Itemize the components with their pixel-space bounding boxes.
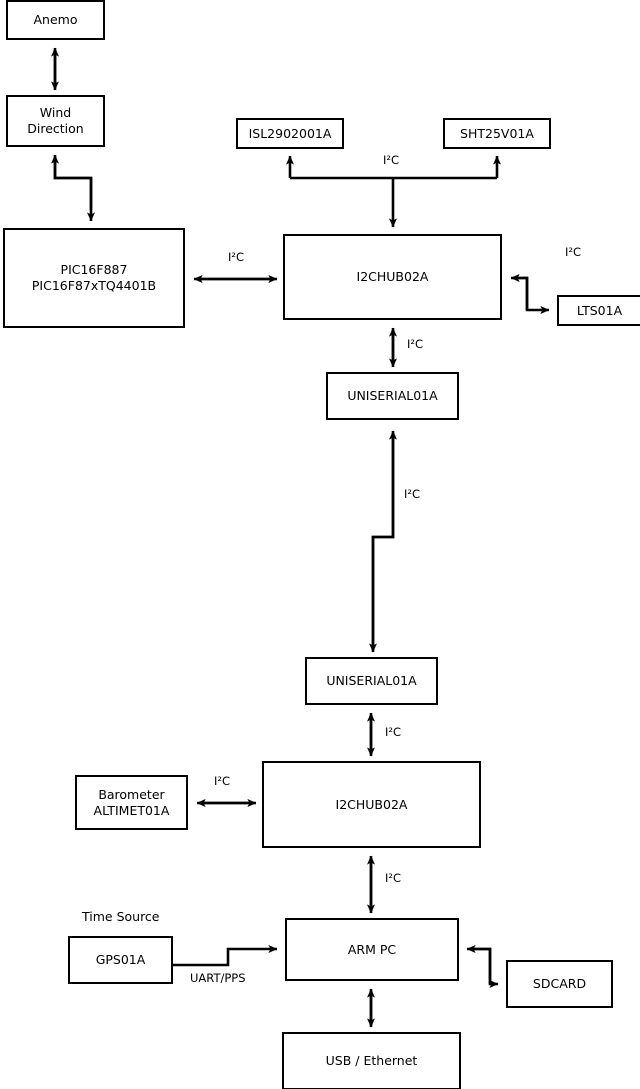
connector-uniserial-link: [369, 430, 397, 653]
node-i2chub02a-bottom[interactable]: I2CHUB02A: [262, 761, 481, 848]
node-lts01a[interactable]: LTS01A: [557, 295, 640, 326]
node-anemo[interactable]: Anemo: [6, 0, 105, 40]
node-i2chub02a-top[interactable]: I2CHUB02A: [283, 234, 502, 320]
node-arm-pc[interactable]: ARM PC: [285, 918, 459, 981]
node-uniserial01a-top[interactable]: UNISERIAL01A: [326, 372, 459, 420]
label-time-source: Time Source: [82, 909, 160, 924]
node-pic-mcu[interactable]: PIC16F887 PIC16F87xTQ4401B: [3, 228, 185, 328]
connector-wind-pic: [51, 154, 95, 222]
edge-label-uniserial-hub-bottom: I²C: [385, 725, 402, 739]
node-sdcard[interactable]: SDCARD: [506, 960, 613, 1008]
connector-hub-lts: [510, 274, 550, 314]
connector-armpc-sdcard: [466, 945, 499, 988]
node-isl2902001a[interactable]: ISL2902001A: [236, 118, 344, 149]
edge-label-uniserial-link: I²C: [404, 487, 421, 501]
node-sht25v01a[interactable]: SHT25V01A: [443, 118, 551, 149]
edge-label-hub-uniserial: I²C: [407, 337, 424, 351]
connector-gps-armpc: [173, 945, 278, 967]
edge-label-pic-hub: I²C: [228, 250, 245, 264]
edge-label-barometer-hub: I²C: [214, 774, 231, 788]
node-gps01a[interactable]: GPS01A: [68, 936, 173, 984]
node-barometer-altimet01a[interactable]: Barometer ALTIMET01A: [75, 775, 188, 830]
node-uniserial01a-bottom[interactable]: UNISERIAL01A: [305, 657, 438, 705]
node-usb-ethernet[interactable]: USB / Ethernet: [282, 1032, 461, 1089]
edge-label-sensor-bus: I²C: [383, 153, 400, 167]
edge-label-gps-armpc: UART/PPS: [190, 971, 246, 985]
edge-label-hub-armpc: I²C: [385, 871, 402, 885]
edge-label-hub-lts: I²C: [565, 245, 582, 259]
node-wind-direction[interactable]: Wind Direction: [6, 95, 105, 147]
